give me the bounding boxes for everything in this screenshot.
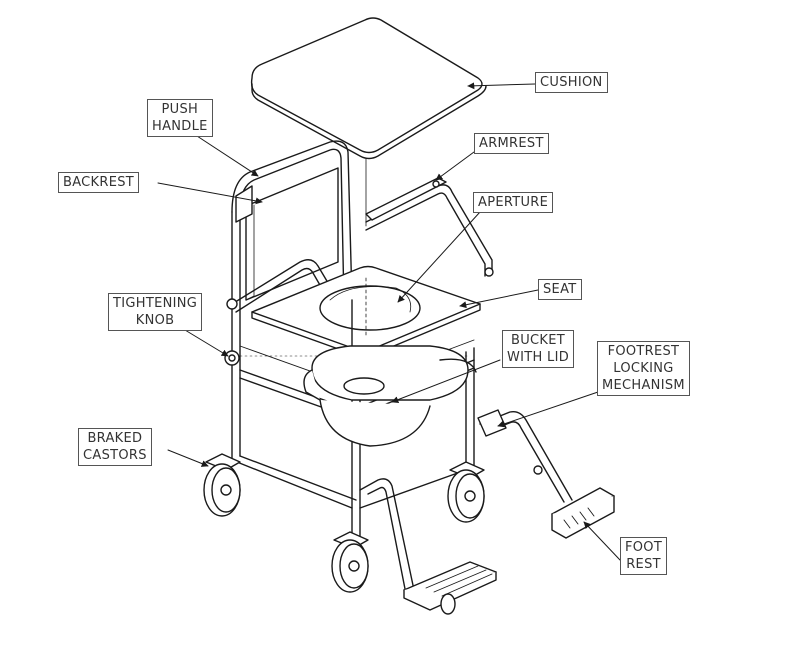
- castors-part: [203, 453, 485, 593]
- label-cushion: CUSHION: [535, 72, 608, 93]
- tightening-knob-part: [224, 350, 240, 366]
- label-footrest-locking-mechanism: FOOTREST LOCKING MECHANISM: [597, 341, 690, 396]
- label-seat: SEAT: [538, 279, 582, 300]
- backrest-part: [231, 140, 353, 461]
- footrest-left-part: [359, 478, 497, 615]
- armrest-part: [365, 177, 494, 277]
- label-braked-castors: BRAKED CASTORS: [78, 428, 152, 466]
- footrest-right-part: [477, 409, 615, 539]
- label-armrest: ARMREST: [474, 133, 549, 154]
- label-push-handle: PUSH HANDLE: [147, 99, 213, 137]
- leader-lines: [157, 82, 621, 561]
- label-aperture: APERTURE: [473, 192, 554, 213]
- label-bucket-with-lid: BUCKET WITH LID: [502, 330, 575, 368]
- seat-part: [251, 265, 481, 359]
- bucket-part: [303, 345, 477, 447]
- label-tightening-knob: TIGHTENING KNOB: [108, 293, 203, 331]
- label-foot-rest: FOOT REST: [620, 537, 668, 575]
- label-backrest: BACKREST: [58, 172, 140, 193]
- cushion-part: [250, 17, 487, 227]
